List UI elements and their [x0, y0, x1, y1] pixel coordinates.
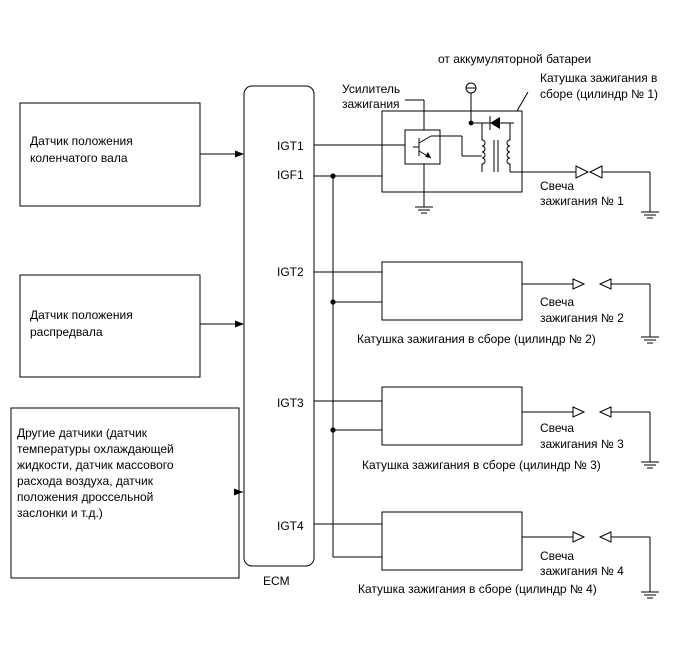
plug1-label-2: зажигания № 1: [540, 194, 624, 208]
other-sensors-label-2: температуры охлаждающей: [17, 442, 174, 456]
ground-icon: [641, 591, 659, 599]
coil2-label: Катушка зажигания в сборе (цилиндр № 2): [357, 332, 596, 346]
other-sensors-box: Другие датчики (датчик температуры охлаж…: [10, 407, 240, 579]
crank-sensor-label-1: Датчик положения: [30, 134, 133, 148]
ground-icon: [641, 461, 659, 469]
cam-sensor-label-1: Датчик положения: [30, 308, 133, 322]
crank-sensor-label-2: коленчатого вала: [30, 151, 128, 165]
cam-sensor-label-2: распредвала: [30, 325, 103, 339]
ground-icon: [415, 206, 433, 214]
ignition-coil-3: Свеча зажигания № 3 Катушка зажигания в …: [362, 386, 659, 472]
plug1-label-1: Свеча: [540, 179, 574, 193]
ground-icon: [641, 336, 659, 344]
coil1-leader: [516, 91, 529, 112]
other-sensors-label-5: положения дроссельной: [17, 490, 153, 504]
transistor-icon: [413, 135, 432, 159]
cam-sensor-box: Датчик положения распредвала: [19, 274, 201, 378]
ecm-label: ECM: [263, 574, 290, 588]
ecm-pin-igt2: IGT2: [277, 265, 304, 279]
ignition-coil-2: Свеча зажигания № 2 Катушка зажигания в …: [357, 261, 659, 346]
igt-igf-wiring: [314, 144, 382, 558]
ignition-coil-4: Свеча зажигания № 4 Катушка зажигания в …: [358, 511, 659, 599]
other-signal-arrow: [234, 488, 243, 496]
other-sensors-label-6: заслонки и т.д.): [17, 506, 103, 520]
plug2-label-2: зажигания № 2: [540, 311, 624, 325]
ignition-coil-1: от аккумуляторной батареи Усилитель зажи…: [342, 52, 659, 219]
ecm-block: ECM IGT1 IGF1 IGT2 IGT3 IGT4: [243, 85, 315, 588]
spark-plug-icon: [572, 406, 612, 418]
ecm-pin-igf1: IGF1: [277, 168, 304, 182]
ecm-pin-igt4: IGT4: [277, 519, 304, 533]
igniter-label-2: зажигания: [342, 97, 400, 111]
other-sensors-label-4: расхода воздуха, датчик: [17, 474, 154, 488]
igniter-label-1: Усилитель: [342, 82, 400, 96]
spark-plug-icon: [572, 531, 612, 543]
ecm-pin-igt3: IGT3: [277, 396, 304, 410]
ground-icon: [641, 211, 659, 219]
spark-plug-icon: [575, 165, 603, 179]
coil1-label-1: Катушка зажигания в: [540, 71, 657, 85]
coil-winding-icon: [471, 122, 522, 173]
battery-label: от аккумуляторной батареи: [438, 52, 591, 66]
coil3-label: Катушка зажигания в сборе (цилиндр № 3): [362, 458, 601, 472]
ecm-pin-igt1: IGT1: [277, 139, 304, 153]
igniter-box: [404, 129, 441, 165]
other-sensors-label-1: Другие датчики (датчик: [17, 426, 148, 440]
plug4-label-1: Свеча: [540, 549, 574, 563]
plug2-label-1: Свеча: [540, 295, 574, 309]
plug4-label-2: зажигания № 4: [540, 564, 624, 578]
coil4-label: Катушка зажигания в сборе (цилиндр № 4): [358, 582, 597, 596]
other-sensors-label-3: жидкости, датчик массового: [17, 458, 174, 472]
plug3-label-2: зажигания № 3: [540, 437, 624, 451]
crank-sensor-box: Датчик положения коленчатого вала: [19, 102, 201, 207]
spark-plug-icon: [572, 278, 612, 290]
plug3-label-1: Свеча: [540, 421, 574, 435]
diode-icon: [482, 116, 514, 130]
coil1-label-2: сборе (цилиндр № 1): [540, 87, 658, 101]
